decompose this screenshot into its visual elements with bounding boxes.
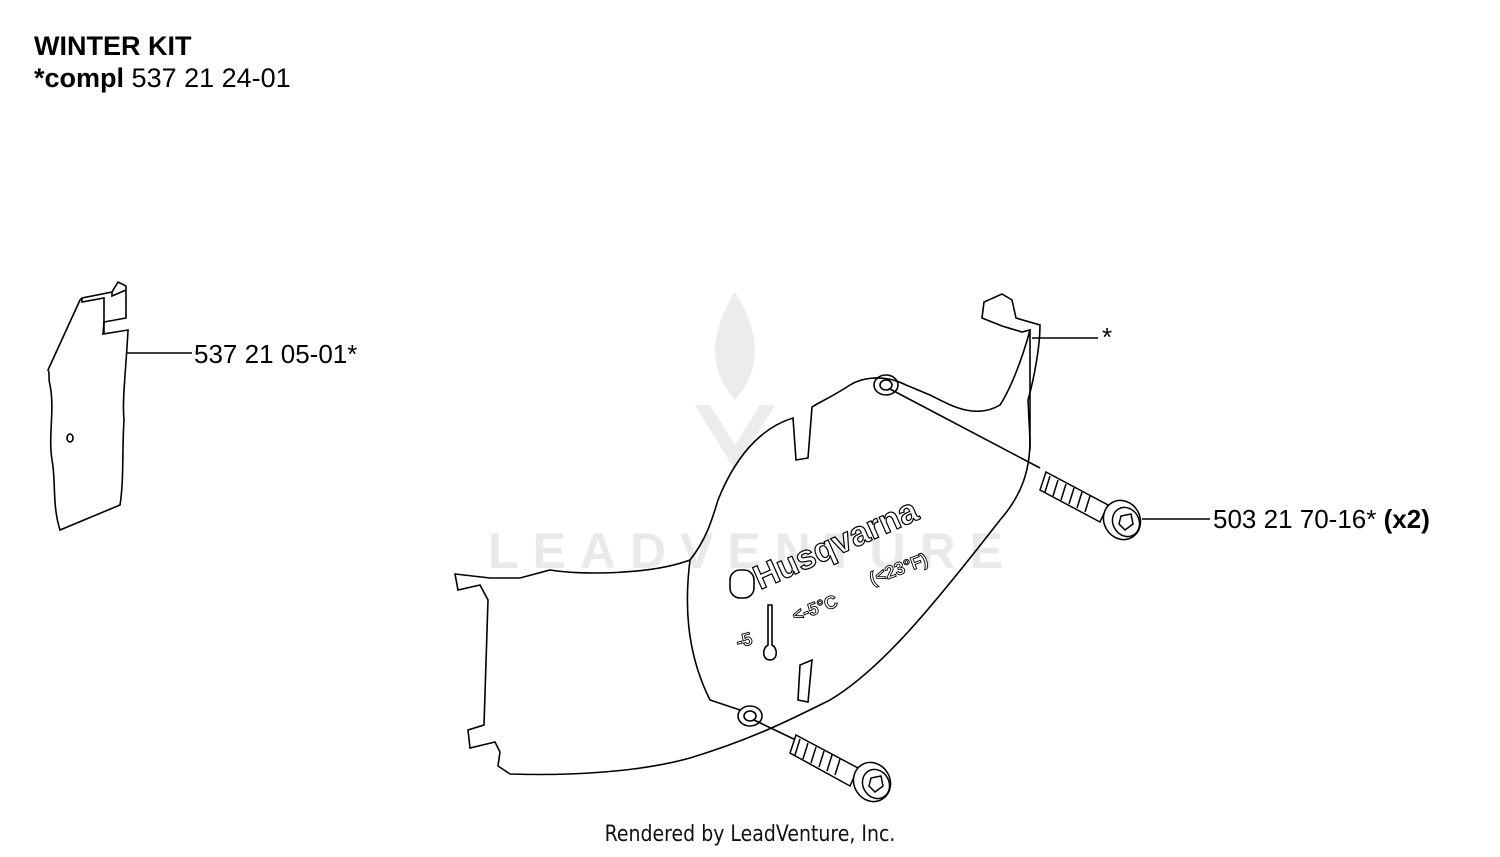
diagram-title: WINTER KIT *compl 537 21 24-01 bbox=[34, 30, 291, 94]
cover-brand: Husqvarna bbox=[748, 491, 925, 598]
callout-screw[interactable]: 503 21 70-16* (x2) bbox=[1213, 504, 1430, 534]
part-number-winter-cover: * bbox=[1102, 322, 1113, 352]
husqvarna-crown-icon bbox=[729, 569, 755, 599]
part-number-insert-plate: 537 21 05-01* bbox=[194, 339, 358, 369]
cover-temp-f: (<23°F) bbox=[867, 549, 931, 589]
screw-lower[interactable] bbox=[789, 733, 898, 808]
screw-upper[interactable] bbox=[1039, 470, 1210, 546]
winter-cover-part[interactable] bbox=[454, 293, 1098, 776]
callout-insert-plate[interactable]: 537 21 05-01* bbox=[194, 339, 357, 369]
kit-complete-number: *compl 537 21 24-01 bbox=[34, 62, 291, 94]
part-qty-screw: (x2) bbox=[1383, 504, 1430, 534]
watermark-logo bbox=[695, 292, 775, 470]
insert-plate-part[interactable] bbox=[47, 280, 192, 532]
footer-credit: Rendered by LeadVenture, Inc. bbox=[604, 822, 896, 847]
callout-winter-cover[interactable]: * bbox=[1102, 322, 1112, 352]
part-number-screw: 503 21 70-16* bbox=[1213, 504, 1377, 534]
kit-title: WINTER KIT bbox=[34, 31, 192, 61]
cover-temp-c: <-5°C bbox=[790, 591, 841, 626]
cover-embossing: Husqvarna <-5°C (<23°F) -5 bbox=[733, 490, 931, 652]
thermometer-icon bbox=[762, 604, 778, 661]
compl-label: *compl bbox=[34, 63, 125, 93]
cover-setting: -5 bbox=[734, 628, 755, 651]
compl-number: 537 21 24-01 bbox=[131, 63, 291, 93]
